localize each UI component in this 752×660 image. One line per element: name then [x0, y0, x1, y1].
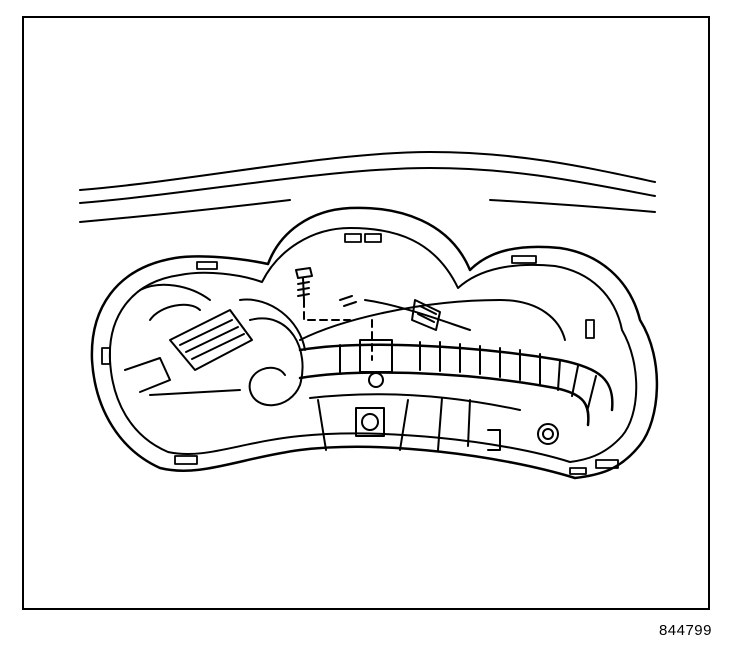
- lower-mounts: [309, 393, 559, 451]
- figure-number: 844799: [658, 622, 712, 639]
- mounting-tabs: [101, 233, 619, 475]
- harness-clip: [359, 299, 441, 388]
- dash-top-lines: [79, 151, 656, 223]
- wiring-harness: [298, 299, 614, 427]
- figure-frame: [22, 16, 710, 610]
- bezel-inner: [108, 227, 638, 463]
- bezel-outline: [90, 206, 659, 480]
- left-connector: [124, 283, 306, 407]
